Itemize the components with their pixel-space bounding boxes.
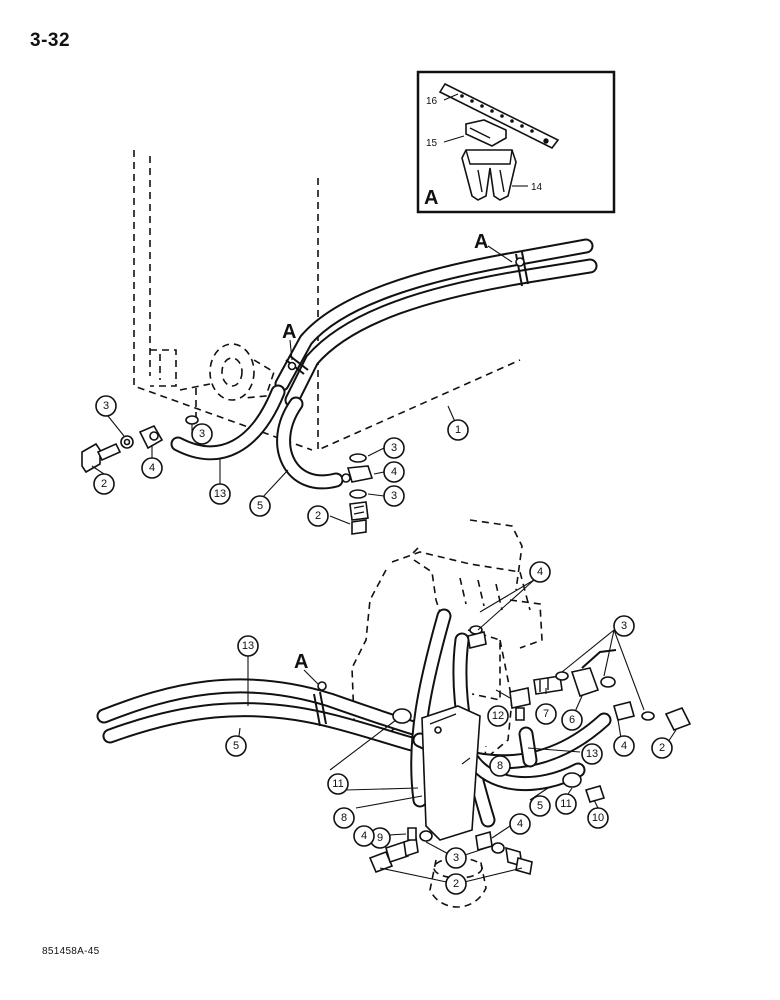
svg-text:4: 4 bbox=[391, 466, 397, 478]
lower-hose-pair bbox=[96, 608, 612, 841]
svg-text:4: 4 bbox=[361, 830, 367, 842]
callout-10: 10 bbox=[587, 807, 609, 829]
svg-text:13: 13 bbox=[586, 748, 598, 760]
inset-label-16: 16 bbox=[426, 96, 438, 107]
svg-text:5: 5 bbox=[537, 800, 543, 812]
callout-8: 8 bbox=[333, 807, 355, 829]
callout-3: 3 bbox=[95, 395, 117, 417]
page-number: 3-32 bbox=[30, 30, 71, 51]
view-marker-a-lower: A bbox=[294, 651, 308, 673]
svg-text:9: 9 bbox=[377, 832, 383, 844]
svg-text:2: 2 bbox=[315, 510, 321, 522]
svg-text:12: 12 bbox=[492, 710, 504, 722]
svg-text:13: 13 bbox=[242, 640, 254, 652]
svg-text:8: 8 bbox=[497, 760, 503, 772]
callout-7: 7 bbox=[535, 703, 557, 725]
callout-4: 4 bbox=[383, 461, 405, 483]
svg-text:5: 5 bbox=[233, 740, 239, 752]
svg-text:2: 2 bbox=[659, 742, 665, 754]
inset-detail-a: 16 15 14 A bbox=[416, 70, 616, 214]
svg-text:3: 3 bbox=[621, 620, 627, 632]
callout-4: 4 bbox=[529, 561, 551, 583]
footer-code: 851458A-45 bbox=[42, 946, 100, 957]
callout-6: 6 bbox=[561, 709, 583, 731]
callout-13: 13 bbox=[237, 635, 259, 657]
callout-3: 3 bbox=[613, 615, 635, 637]
inset-label-14: 14 bbox=[531, 182, 543, 193]
svg-text:13: 13 bbox=[214, 488, 226, 500]
svg-text:2: 2 bbox=[101, 478, 107, 490]
svg-text:4: 4 bbox=[621, 740, 627, 752]
callout-3: 3 bbox=[191, 423, 213, 445]
svg-text:4: 4 bbox=[149, 462, 155, 474]
callout-5: 5 bbox=[529, 795, 551, 817]
callout-13: 13 bbox=[581, 743, 603, 765]
callout-12: 12 bbox=[487, 705, 509, 727]
callout-11: 11 bbox=[555, 793, 577, 815]
inset-view-letter: A bbox=[424, 187, 438, 209]
callout-leaders bbox=[91, 405, 677, 885]
svg-text:7: 7 bbox=[543, 708, 549, 720]
callout-4: 4 bbox=[141, 457, 163, 479]
callout-2: 2 bbox=[651, 737, 673, 759]
svg-text:10: 10 bbox=[592, 812, 604, 824]
svg-text:3: 3 bbox=[103, 400, 109, 412]
callout-4: 4 bbox=[509, 813, 531, 835]
callout-3: 3 bbox=[383, 437, 405, 459]
strap-part bbox=[438, 82, 560, 150]
callout-2: 2 bbox=[93, 473, 115, 495]
callout-11: 11 bbox=[327, 773, 349, 795]
callout-4: 4 bbox=[613, 735, 635, 757]
callout-2: 2 bbox=[307, 505, 329, 527]
svg-text:8: 8 bbox=[341, 812, 347, 824]
callout-1: 1 bbox=[447, 419, 469, 441]
valve-fitting-chain bbox=[467, 625, 692, 803]
svg-text:11: 11 bbox=[560, 798, 571, 810]
callout-3: 3 bbox=[383, 485, 405, 507]
view-marker-a-upper-left: A bbox=[282, 321, 296, 343]
upper-right-fitting-stack bbox=[341, 453, 374, 535]
upper-left-fitting-stack bbox=[81, 415, 199, 474]
callout-4: 4 bbox=[353, 825, 375, 847]
svg-text:4: 4 bbox=[537, 566, 543, 578]
callout-8: 8 bbox=[489, 755, 511, 777]
callout-2: 2 bbox=[445, 873, 467, 895]
callout-13: 13 bbox=[209, 483, 231, 505]
svg-text:3: 3 bbox=[391, 442, 397, 454]
svg-text:11: 11 bbox=[332, 778, 343, 790]
svg-text:5: 5 bbox=[257, 500, 263, 512]
svg-text:3: 3 bbox=[391, 490, 397, 502]
strap-holes bbox=[460, 94, 549, 144]
callout-3: 3 bbox=[445, 847, 467, 869]
upper-hose-pair bbox=[170, 238, 598, 490]
clip-part bbox=[465, 119, 507, 147]
svg-text:6: 6 bbox=[569, 714, 575, 726]
svg-text:3: 3 bbox=[453, 852, 459, 864]
bottom-fitting-stacks bbox=[368, 827, 533, 876]
svg-text:1: 1 bbox=[455, 424, 461, 436]
svg-text:4: 4 bbox=[517, 818, 523, 830]
svg-text:3: 3 bbox=[199, 428, 205, 440]
callout-5: 5 bbox=[249, 495, 271, 517]
inset-label-15: 15 bbox=[426, 138, 438, 149]
view-markers: A A A bbox=[282, 231, 513, 685]
callout-5: 5 bbox=[225, 735, 247, 757]
svg-text:2: 2 bbox=[453, 878, 459, 890]
view-marker-a-upper-right: A bbox=[474, 231, 488, 253]
